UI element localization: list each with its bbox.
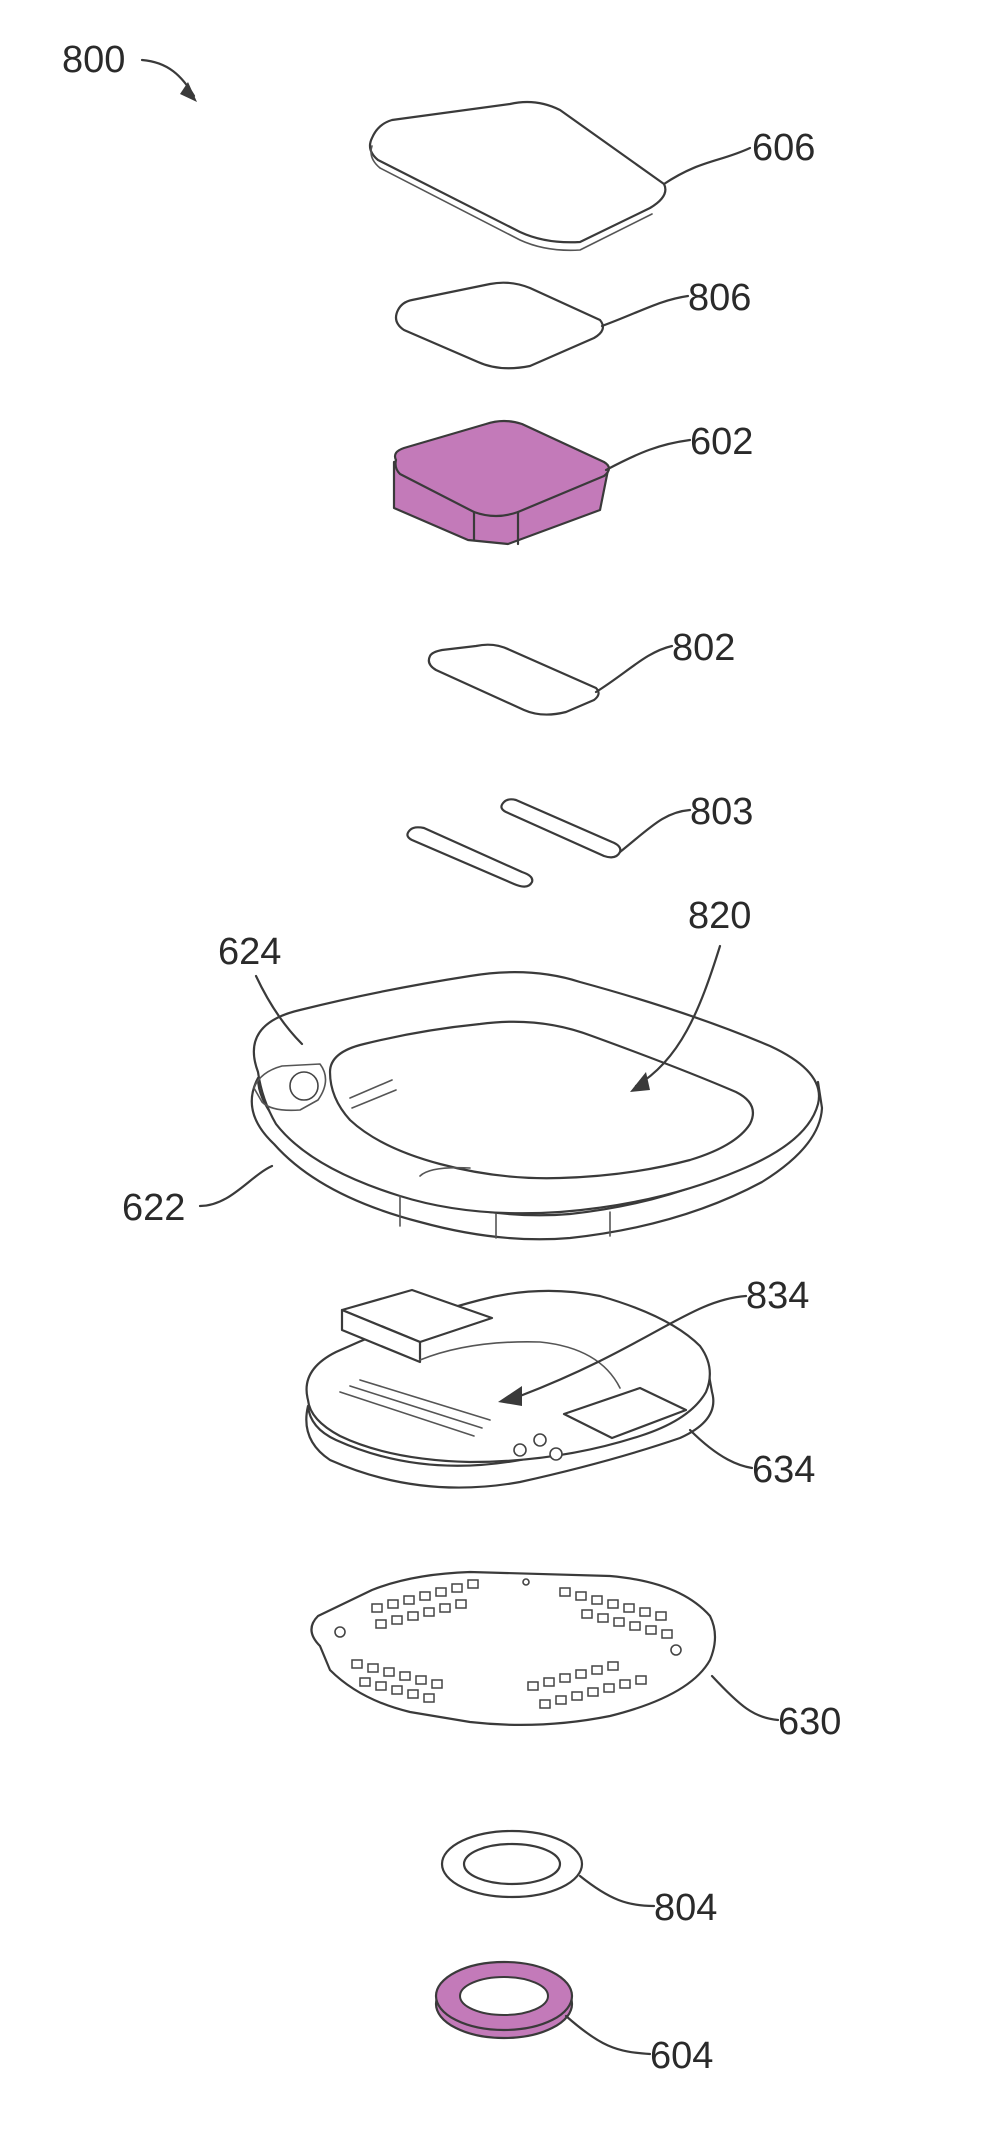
leader-803 (618, 808, 692, 854)
label-606: 606 (752, 127, 815, 169)
leader-624 (254, 974, 304, 1046)
label-834: 834 (746, 1275, 809, 1317)
part-630-board: 630 (310, 1570, 841, 1743)
assembly-ref: 800 (62, 39, 197, 102)
label-630: 630 (778, 1701, 841, 1743)
label-806: 806 (688, 277, 751, 319)
leader-606 (662, 146, 752, 186)
label-624: 624 (218, 931, 281, 973)
part-806-sheet: 806 (394, 277, 751, 370)
label-622: 622 (122, 1187, 185, 1229)
part-804-washer: 804 (440, 1829, 717, 1929)
part-803-strips: 803 (406, 791, 753, 888)
part-634-tray: 834 634 (305, 1275, 815, 1491)
arrow-head-800 (180, 82, 197, 102)
leader-802 (594, 644, 674, 694)
part-606-cover: 606 (368, 100, 815, 252)
label-602: 602 (690, 421, 753, 463)
board-pads (334, 1578, 682, 1709)
leader-602 (604, 438, 692, 472)
label-604: 604 (650, 2035, 713, 2077)
leader-820 (634, 944, 722, 1088)
leader-804 (578, 1874, 656, 1908)
leader-630 (710, 1674, 780, 1722)
part-602-block: 602 (392, 419, 753, 546)
label-802: 802 (672, 627, 735, 669)
label-634: 634 (752, 1449, 815, 1491)
leader-634 (688, 1428, 754, 1470)
leader-834 (518, 1294, 748, 1398)
part-802-pad: 802 (427, 627, 735, 716)
label-804: 804 (654, 1887, 717, 1929)
part-622-frame: 820 624 622 (122, 895, 824, 1241)
leader-806 (600, 294, 690, 328)
label-820: 820 (688, 895, 751, 937)
arrow-head-820 (630, 1072, 650, 1092)
leader-622 (198, 1164, 274, 1208)
label-803: 803 (690, 791, 753, 833)
label-800: 800 (62, 39, 125, 81)
part-604-ring: 604 (434, 1960, 713, 2077)
arrow-head-834 (498, 1386, 522, 1406)
leader-604 (564, 2014, 652, 2056)
